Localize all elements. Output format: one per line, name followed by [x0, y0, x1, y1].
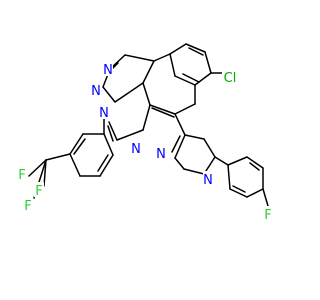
bond-34 [97, 154, 109, 172]
bond-10 [142, 60, 155, 84]
bond-22 [142, 104, 151, 131]
chlorine-atom-bg [222, 69, 238, 84]
bond-9 [153, 53, 171, 62]
nitrogen-atom-3-bg [99, 104, 109, 119]
nitrogen-atom-1-bg [103, 61, 113, 76]
bond-5 [169, 53, 176, 77]
bond-23 [116, 129, 144, 141]
fluorine-atom-3: F [35, 184, 42, 199]
bond-56 [262, 188, 269, 207]
fluorine-atom-3-bg [34, 182, 44, 197]
bond-1 [185, 43, 206, 53]
bond-29 [69, 153, 81, 177]
bond-2 [204, 51, 212, 74]
bond-6 [188, 47, 204, 56]
fluorine-atom-1: F [18, 168, 25, 183]
bond-48 [227, 156, 248, 166]
nitrogen-atom-2: N [91, 84, 101, 99]
nitrogen-atom-4-bg [131, 140, 141, 155]
nitrogen-atom-1: N [103, 63, 113, 78]
fluorine-atom-1-bg [17, 166, 27, 181]
bond-28 [69, 133, 84, 155]
bond-36 [28, 159, 47, 177]
nitrogen-atom-2-bg [91, 82, 101, 97]
bond-12 [149, 104, 176, 115]
bond-39 [174, 113, 186, 136]
fluorine-atom-4: F [264, 208, 271, 223]
bond-7 [182, 73, 200, 83]
bond-0 [169, 43, 187, 55]
bond-55 [232, 185, 246, 193]
fluorine-atom-2: F [24, 199, 31, 214]
fluorine-atom-2-bg [23, 197, 33, 212]
bond-11 [142, 82, 151, 106]
bond-42 [184, 134, 205, 140]
bond-13 [174, 103, 196, 115]
bond-46 [174, 157, 185, 170]
bond-25 [107, 125, 114, 142]
bond-45 [183, 168, 205, 175]
nitrogen-atom-3: N [99, 106, 109, 121]
bond-4 [174, 75, 196, 86]
nitrogen-atom-6-bg [203, 171, 213, 186]
chlorine-atom: Cl [224, 71, 237, 86]
bond-layer [28, 43, 269, 207]
fluorine-atom-4-bg [263, 206, 273, 221]
bond-53 [227, 164, 231, 190]
bond-52 [229, 188, 248, 198]
bond-33 [73, 138, 86, 155]
bond-16 [124, 54, 155, 62]
bond-47 [214, 156, 229, 166]
nitrogen-atom-4: N [131, 142, 141, 157]
bond-20 [114, 82, 144, 103]
bond-31 [99, 154, 114, 177]
bond-40 [174, 134, 186, 159]
bond-3 [194, 72, 212, 86]
bond-24 [108, 121, 118, 141]
bond-41 [171, 135, 181, 153]
nitrogen-atom-5-bg [156, 145, 166, 160]
bond-15 [151, 107, 175, 118]
bond-19 [102, 86, 116, 103]
nitrogen-atom-6: N [203, 173, 213, 188]
bond-38 [43, 159, 47, 187]
nitrogen-atom-5: N [156, 147, 166, 162]
bond-51 [246, 188, 264, 198]
bond-35 [45, 153, 71, 161]
bond-43 [203, 138, 216, 158]
bond-32 [103, 133, 114, 156]
bond-54 [249, 162, 260, 171]
bond-49 [246, 156, 264, 169]
